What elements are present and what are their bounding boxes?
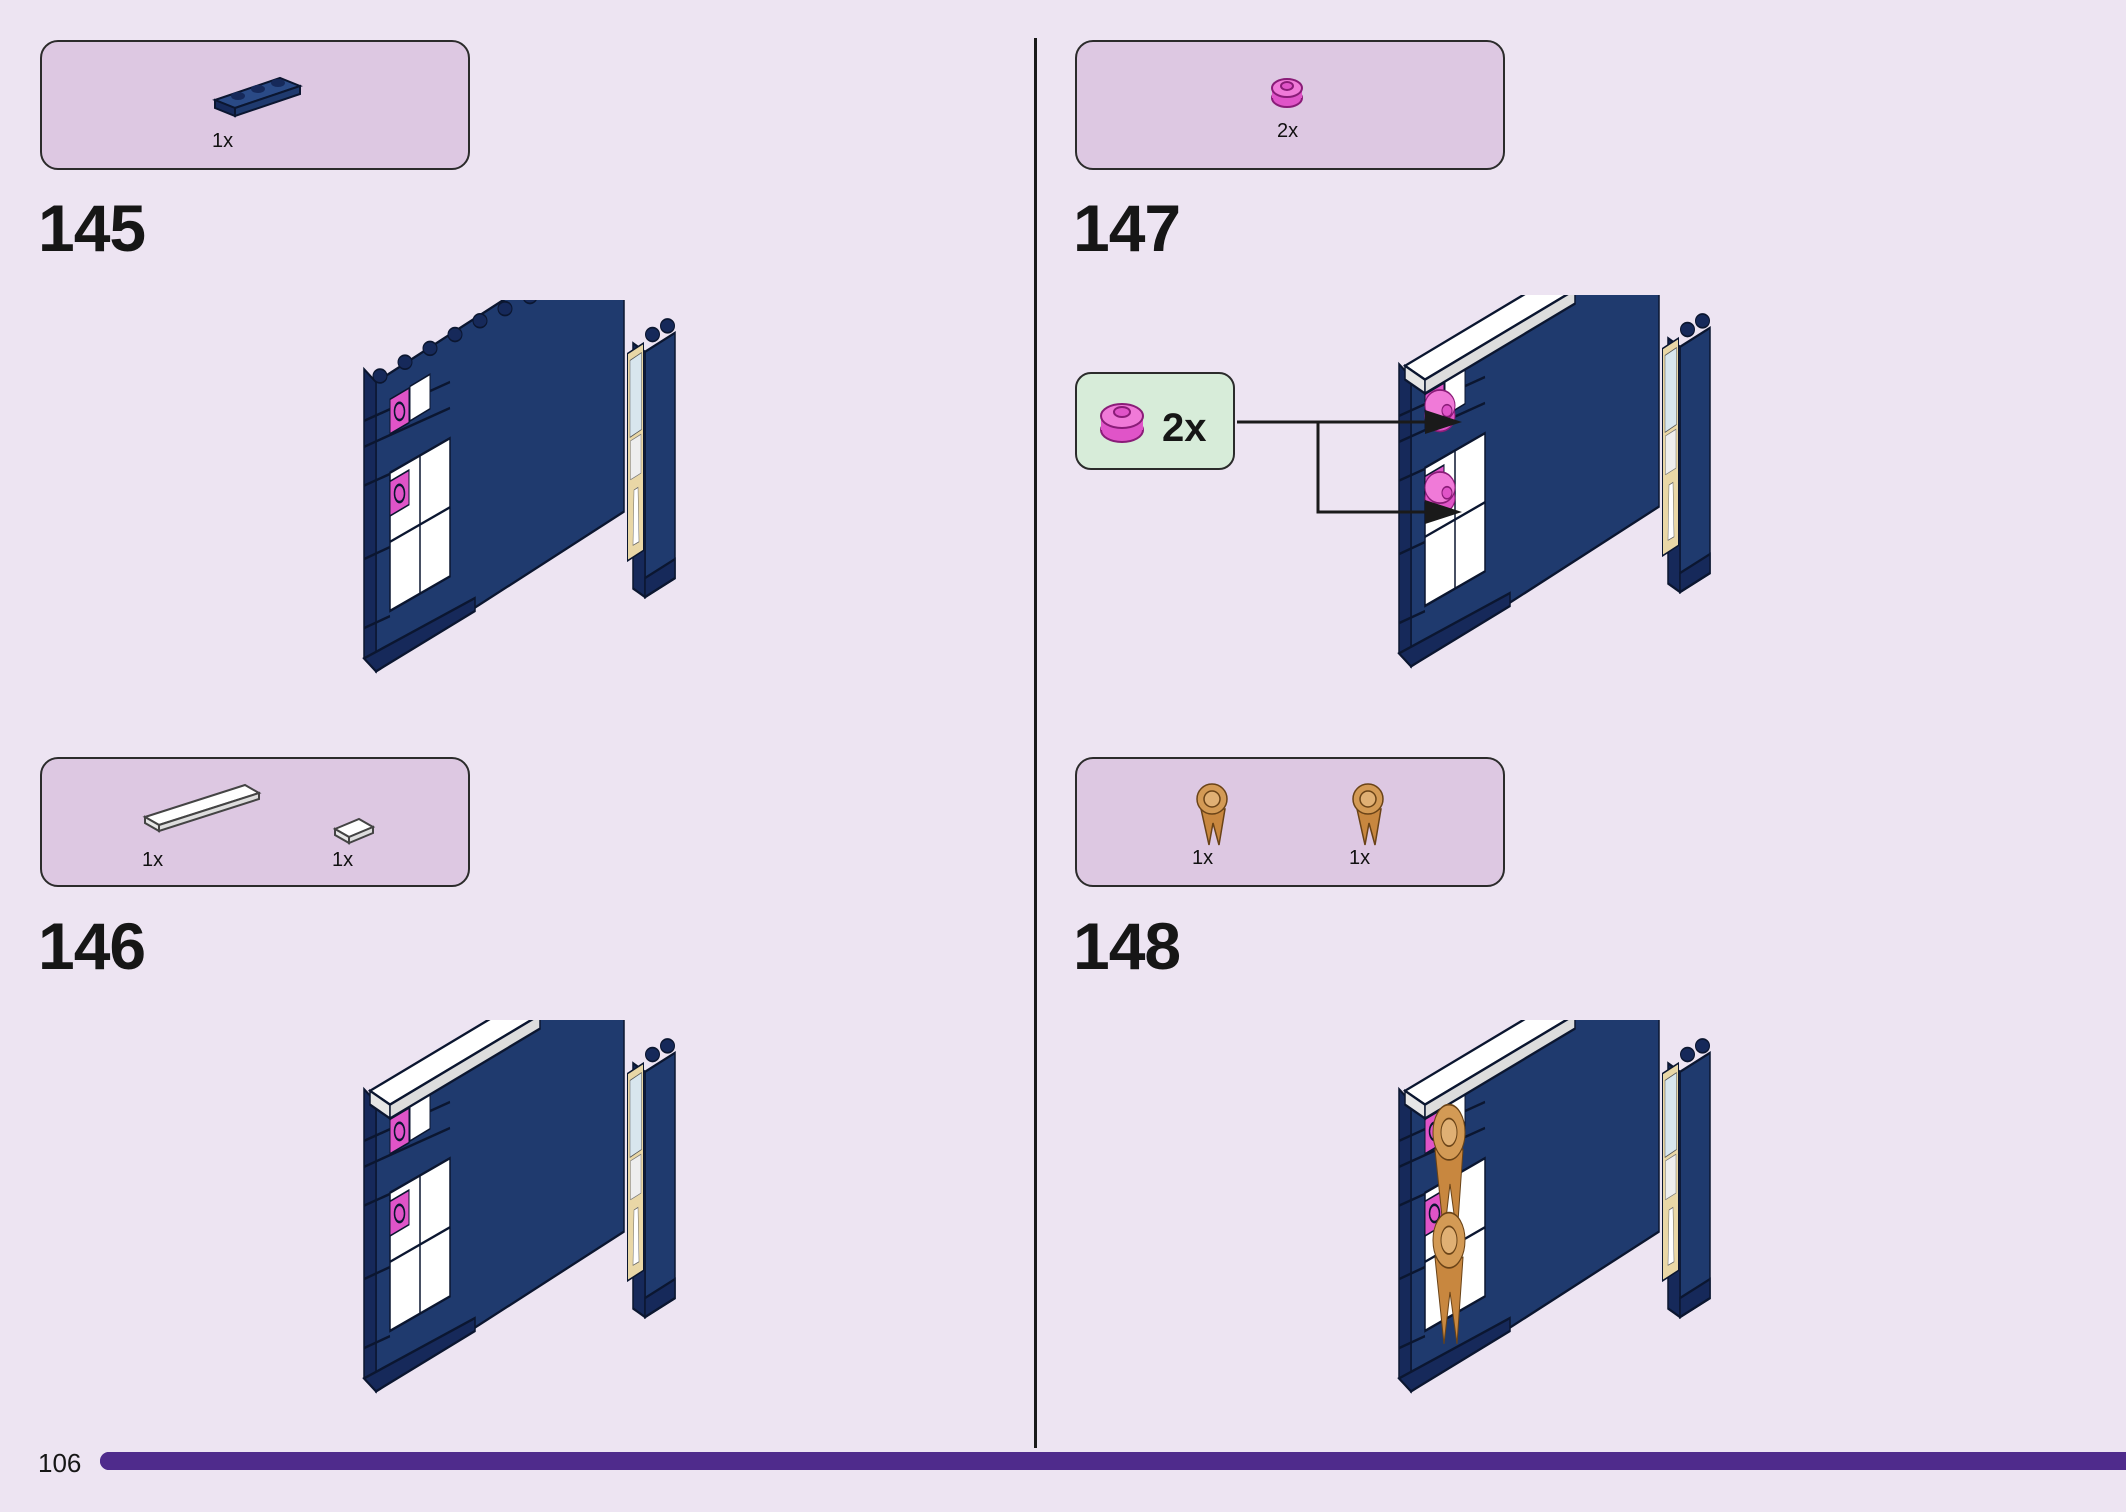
parts-box-step-145: 1x bbox=[40, 40, 470, 170]
gold-rosette-2-icon bbox=[1352, 783, 1384, 846]
parts-box-step-148: 1x 1x bbox=[1075, 757, 1505, 887]
step-number-146: 146 bbox=[38, 909, 146, 983]
white-tile-1x4-icon bbox=[142, 783, 262, 833]
part-qty: 1x bbox=[332, 849, 354, 871]
model-step-145 bbox=[362, 300, 677, 673]
page-number: 106 bbox=[38, 1448, 82, 1478]
gold-rosette-installed bbox=[1432, 1103, 1466, 1345]
model-step-148 bbox=[1397, 1020, 1712, 1393]
progress-bar bbox=[100, 1452, 2126, 1470]
step-number-148: 148 bbox=[1073, 909, 1181, 983]
part-qty: 1x bbox=[142, 849, 164, 871]
callout-step-147: 2x bbox=[1075, 372, 1235, 470]
parts-box-step-147: 2x bbox=[1075, 40, 1505, 170]
model-step-147 bbox=[1397, 295, 1712, 668]
progress-fill bbox=[100, 1452, 2126, 1470]
step-number-145: 145 bbox=[38, 191, 146, 265]
callout-qty: 2x bbox=[1162, 406, 1207, 450]
pink-round-piece-icon bbox=[1100, 403, 1144, 443]
gold-rosette-1-icon bbox=[1196, 783, 1228, 846]
navy-plate-1x3-icon bbox=[212, 76, 303, 118]
model-step-146 bbox=[362, 1020, 677, 1393]
step-number-147: 147 bbox=[1073, 191, 1181, 265]
pink-round-piece-icon bbox=[1271, 78, 1303, 108]
part-qty: 1x bbox=[1192, 847, 1214, 869]
white-tile-1x1-icon bbox=[332, 817, 376, 845]
parts-box-step-146: 1x 1x bbox=[40, 757, 470, 887]
part-qty: 1x bbox=[212, 130, 234, 152]
part-qty: 2x bbox=[1277, 120, 1299, 142]
page-divider bbox=[1034, 38, 1037, 1448]
part-qty: 1x bbox=[1349, 847, 1371, 869]
